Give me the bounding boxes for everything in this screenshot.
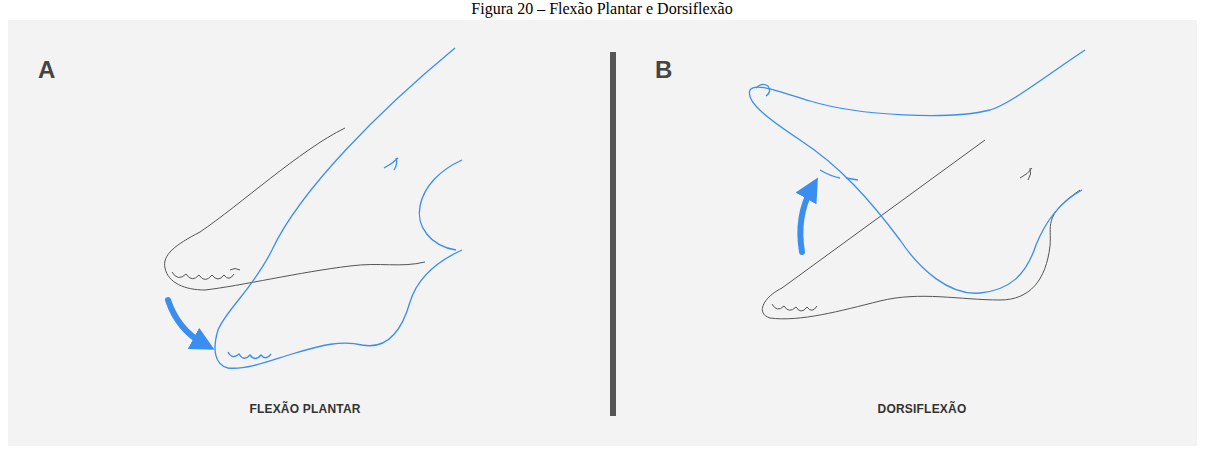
motion-arrow — [168, 300, 204, 344]
plantar-flexed-foot — [215, 48, 462, 368]
panel-ground — [8, 20, 1197, 446]
motion-arrow — [800, 188, 812, 252]
neutral-foot — [762, 140, 1080, 319]
panel-letter: A — [38, 56, 55, 84]
dorsiflexed-foot — [749, 50, 1085, 293]
divider-bar — [610, 52, 616, 416]
figure-title: Figura 20 – Flexão Plantar e Dorsiflexão — [471, 0, 732, 18]
neutral-foot — [165, 128, 425, 290]
panel-letter: B — [655, 56, 672, 84]
panel-caption: FLEXÃO PLANTAR — [249, 402, 360, 416]
panel-caption: DORSIFLEXÃO — [878, 402, 967, 416]
